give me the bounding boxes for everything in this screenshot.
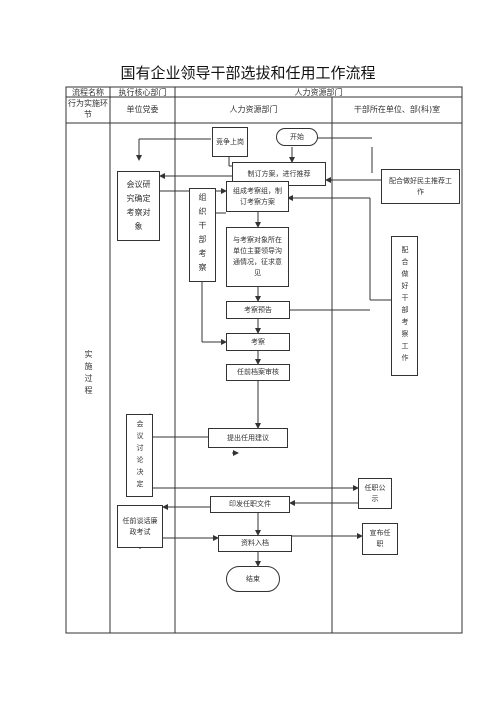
node-meeting-decide: 会议讨论决定	[126, 414, 153, 497]
node-propose: 提出任用建议	[208, 428, 288, 448]
node-end: 结束	[226, 566, 280, 592]
col-unit: 干部所在单位、部(科)室	[353, 105, 441, 114]
node-inspect: 考察	[226, 333, 290, 351]
node-issue-doc: 印发任职文件	[210, 496, 290, 513]
node-filing: 资料入档	[218, 535, 292, 552]
process-name-label: 流程名称	[72, 88, 104, 97]
node-talk-integrity: 任前谈话廉政考试	[117, 505, 163, 548]
node-form-group: 组成考察组，制订考察方案	[226, 181, 289, 212]
node-party-decide: 会议研究确定考察对象	[117, 171, 160, 241]
node-publicity: 任职公示	[358, 478, 392, 509]
node-cooperate-inspect: 配合做好干部考察工作	[391, 236, 418, 376]
col-hr: 人力资源部门	[229, 105, 278, 114]
header-dept-hr: 人力资源部门	[294, 88, 343, 97]
process-step-label: 行为实施环节	[68, 99, 108, 119]
node-compete: 竞争上岗	[212, 127, 248, 157]
node-notice: 考察预告	[226, 301, 290, 319]
node-org-inspect: 组织干部考察	[189, 188, 216, 282]
node-start: 开始	[276, 128, 318, 146]
col-party: 单位党委	[126, 105, 159, 114]
header-dept-exec: 执行核心部门	[118, 88, 167, 97]
page-title: 国有企业领导干部选拔和任用工作流程	[120, 64, 376, 82]
node-archive-review: 任前档案审核	[226, 364, 290, 381]
node-talk: 与考察对象所在单位主要领导沟通情况，征求意见	[226, 227, 289, 287]
node-cooperate-recommend: 配合做好民主推荐工作	[381, 169, 460, 204]
stage-label: 实施过程	[84, 350, 93, 398]
node-announce: 宣布任职	[362, 523, 398, 555]
